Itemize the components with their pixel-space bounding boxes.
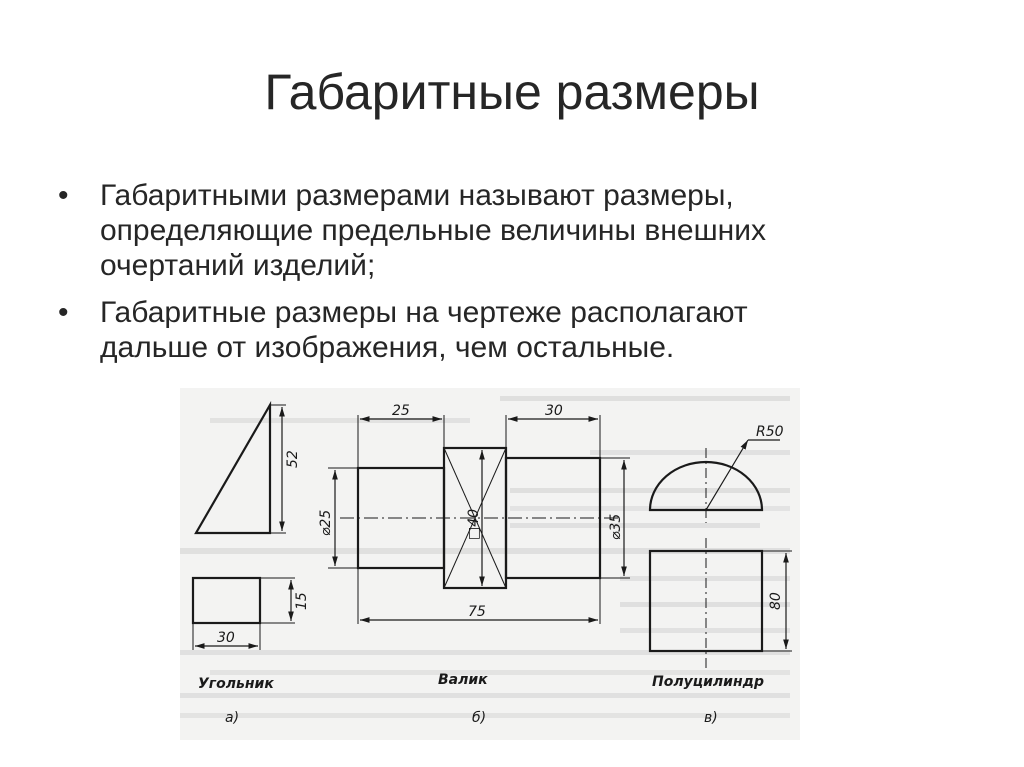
caption-ugolnik: Угольник: [198, 676, 274, 692]
dim-d35: ⌀35: [608, 514, 624, 540]
polucilindr-drawing: [648, 439, 792, 668]
caption-valik: Валик: [438, 672, 488, 688]
dim-r50: R50: [756, 424, 784, 440]
technical-drawing-figure: 52 15 30: [180, 388, 800, 740]
dim-40: □40: [466, 509, 482, 540]
dim-30b: 30: [545, 403, 563, 419]
ugolnik-side-view: [194, 400, 272, 535]
polucilindr-top-view: [648, 460, 764, 512]
dim-52: 52: [285, 450, 301, 468]
bullet-item: • Габаритные размеры на чертеже располаг…: [58, 295, 958, 365]
dim-30a: 30: [217, 630, 235, 646]
radius-leader: [705, 439, 749, 511]
ugolnik-drawing: [191, 400, 295, 650]
drawing-svg: 52 15 30: [180, 396, 792, 726]
bullet-text: Габаритные размеры на чертеже располагаю…: [100, 296, 748, 364]
letter-b: б): [472, 710, 486, 726]
slide-title: Габаритные размеры: [264, 64, 760, 120]
valik-drawing: [328, 415, 630, 624]
letter-a: а): [225, 710, 239, 726]
bullet-list: • Габаритными размерами называют размеры…: [58, 178, 958, 377]
bullet-mark: •: [58, 296, 69, 329]
dim-d25: ⌀25: [318, 510, 334, 536]
bullet-text: Габаритными размерами называют размеры, …: [100, 179, 766, 282]
ugolnik-front-view: [191, 576, 262, 625]
dim-75: 75: [468, 604, 486, 620]
background-scan-text: [180, 396, 790, 718]
bullet-item: • Габаритными размерами называют размеры…: [58, 178, 958, 283]
caption-polucilindr: Полуцилиндр: [652, 674, 764, 690]
letter-c: в): [704, 710, 718, 726]
polucilindr-front-view: [648, 549, 764, 653]
bullet-mark: •: [58, 179, 69, 212]
dim-80: 80: [768, 592, 784, 610]
dim-15: 15: [294, 592, 310, 610]
dim-25: 25: [392, 403, 410, 419]
